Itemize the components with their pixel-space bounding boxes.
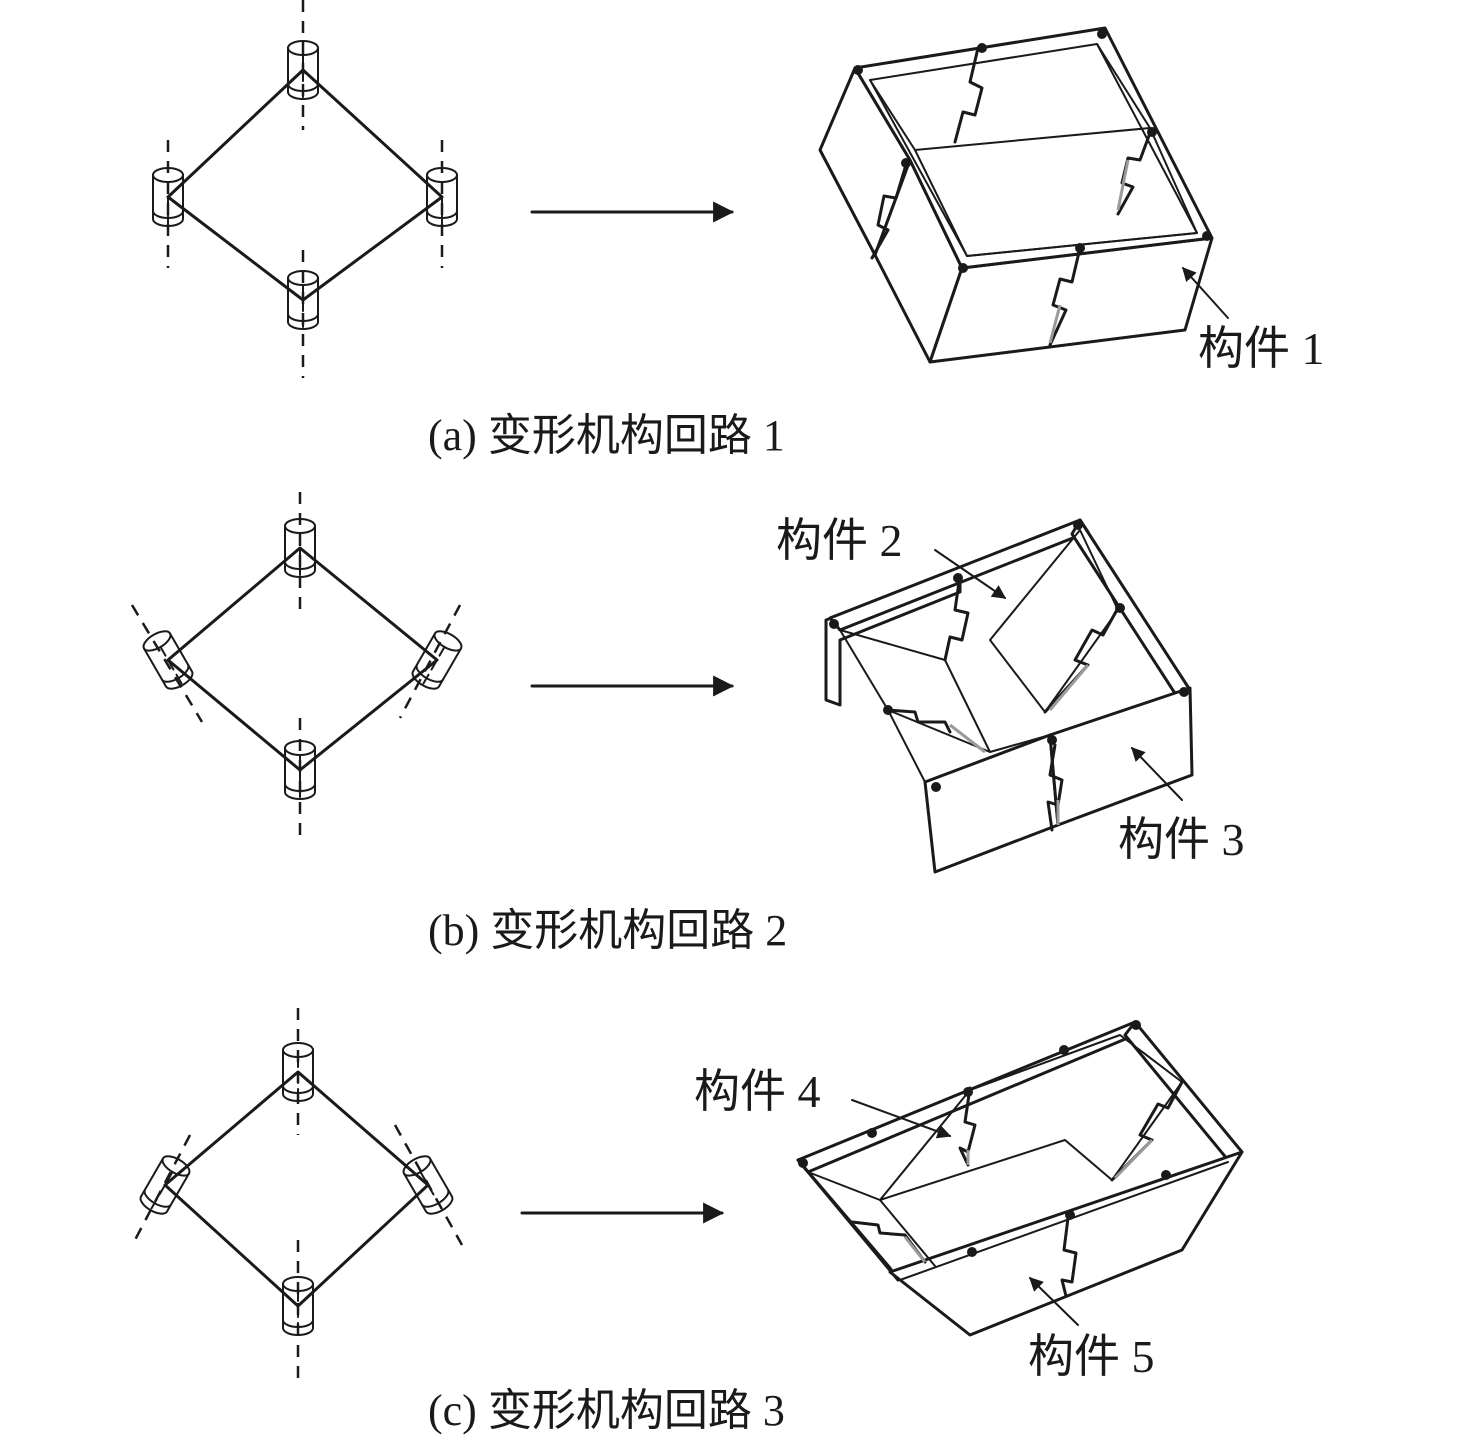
label-part5: 构件 5 xyxy=(1028,1331,1155,1382)
revolute-joint-right-c xyxy=(399,1151,457,1219)
caption-c: (c) 变形机构回路 3 xyxy=(428,1386,785,1435)
box-mechanism-a xyxy=(818,26,1214,364)
box-mechanism-b xyxy=(824,518,1194,874)
revolute-joint-right-a xyxy=(426,167,458,227)
row-c-linkage xyxy=(133,1008,464,1380)
box-mechanism-c xyxy=(796,1020,1244,1337)
caption-b: (b) 变形机构回路 2 xyxy=(428,906,787,955)
label-part3-group: 构件 3 xyxy=(1118,746,1245,865)
label-part1-group: 构件 1 xyxy=(1182,266,1325,374)
label-part2: 构件 2 xyxy=(776,515,903,566)
row-b-linkage xyxy=(130,492,466,842)
revolute-joint-left-a xyxy=(152,167,184,227)
revolute-joint-right-b xyxy=(408,626,466,694)
caption-a: (a) 变形机构回路 1 xyxy=(428,411,785,460)
label-part2-group: 构件 2 xyxy=(776,515,1007,599)
label-part4: 构件 4 xyxy=(694,1066,821,1117)
revolute-joint-left-c xyxy=(136,1151,194,1219)
row-a-linkage xyxy=(152,0,458,378)
revolute-joint-top-b xyxy=(284,518,316,578)
label-part3: 构件 3 xyxy=(1118,814,1245,865)
revolute-joint-left-b xyxy=(139,626,197,694)
label-part1: 构件 1 xyxy=(1198,323,1325,374)
label-part5-group: 构件 5 xyxy=(1028,1277,1155,1382)
label-part4-group: 构件 4 xyxy=(694,1066,952,1139)
